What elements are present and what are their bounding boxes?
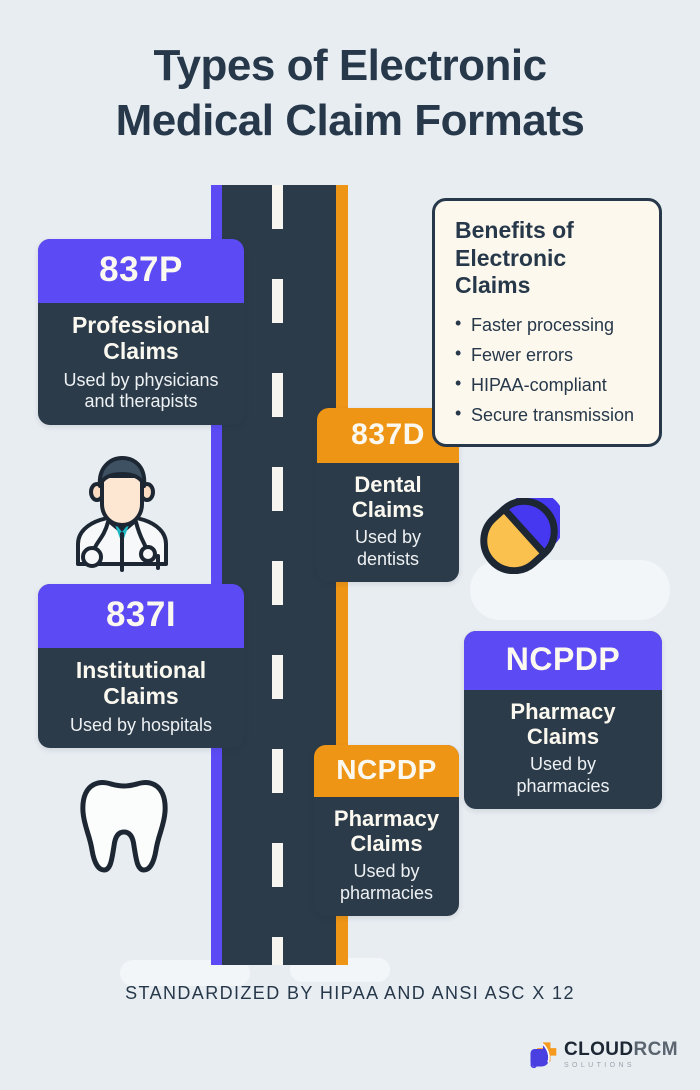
claim-card-837d-title: Dental Claims (327, 472, 449, 522)
claim-card-837i-title-line-2: Claims (103, 682, 179, 709)
claim-card-ncpdp-center-desc-line-2: pharmacies (339, 882, 434, 903)
logo-wordmark: CLOUDRCM SOLUTIONS (564, 1040, 678, 1069)
benefits-list-item: Faster processing (455, 310, 645, 340)
benefits-list: Faster processing Fewer errors HIPAA-com… (455, 310, 645, 430)
claim-card-837d-desc: Used by dentists (327, 527, 449, 570)
benefits-heading: Benefits of Electronic Claims (455, 217, 645, 300)
claim-card-ncpdp-right-desc-line-2: pharmacies (516, 775, 610, 796)
claim-card-837i-desc-line-1: Used by hospitals (69, 714, 213, 735)
claim-card-837i-body: Institutional Claims Used by hospitals (38, 648, 244, 748)
claim-card-837d-desc-line-1: Used by (354, 527, 422, 548)
claim-card-837i-title-line-1: Institutional (75, 657, 207, 683)
claim-card-ncpdp-right-title-line-2: Claims (526, 723, 600, 749)
claim-card-837p-title-line-1: Professional (71, 312, 211, 338)
claim-card-ncpdp-center-desc: Used by pharmacies (324, 861, 449, 904)
footer-standard-note: STANDARDIZED BY HIPAA AND ANSI ASC X 12 (125, 983, 575, 1003)
cloud-cross-logo-icon (530, 1042, 557, 1069)
benefits-heading-line-2: Electronic (455, 244, 567, 271)
claim-card-837p-title-line-2: Claims (103, 337, 179, 364)
claim-card-837i-title: Institutional Claims (48, 657, 234, 710)
logo-cloud-text: CLOUD (563, 1038, 634, 1060)
benefits-heading-line-1: Benefits of (455, 217, 574, 243)
claim-card-ncpdp-center-badge: NCPDP (314, 745, 459, 797)
claim-card-837p-title: Professional Claims (48, 312, 234, 365)
cloudrcm-logo[interactable]: CLOUDRCM SOLUTIONS (528, 1032, 678, 1076)
road-left-stripe (211, 185, 222, 965)
pill-capsule-icon (478, 491, 565, 575)
claim-card-ncpdp-center-desc-line-1: Used by (353, 861, 420, 882)
claim-card-837p-body: Professional Claims Used by physicians a… (38, 303, 244, 425)
tooth-icon (78, 778, 170, 874)
benefits-list-item: Secure transmission (455, 400, 645, 430)
claim-card-ncpdp-right-desc-line-1: Used by (529, 754, 597, 775)
claim-card-837d-body: Dental Claims Used by dentists (317, 463, 459, 582)
claim-card-837d-desc-line-2: dentists (356, 548, 420, 569)
claim-card-ncpdp-right-title-line-1: Pharmacy (510, 699, 616, 724)
claim-card-ncpdp-center[interactable]: NCPDP Pharmacy Claims Used by pharmacies (314, 745, 459, 917)
claim-card-ncpdp-right-badge: NCPDP (464, 631, 662, 690)
page-title: Types of Electronic Medical Claim Format… (0, 38, 700, 149)
logo-main-text: CLOUDRCM (564, 1040, 678, 1059)
logo-rcm-text: RCM (633, 1038, 678, 1060)
doctor-icon (62, 452, 182, 572)
page-title-line-2: Medical Claim Formats (115, 96, 585, 146)
benefits-box: Benefits of Electronic Claims Faster pro… (432, 198, 662, 447)
claim-card-837d-title-line-2: Claims (351, 496, 425, 522)
claim-card-837p[interactable]: 837P Professional Claims Used by physici… (38, 239, 244, 425)
road-center-dashes (272, 185, 283, 965)
claim-card-837p-desc-line-1: Used by physicians (63, 369, 219, 390)
claim-card-ncpdp-right[interactable]: NCPDP Pharmacy Claims Used by pharmacies (464, 631, 662, 810)
claim-card-837i-badge: 837I (38, 584, 244, 648)
claim-card-ncpdp-right-title: Pharmacy Claims (474, 699, 652, 749)
claim-card-837i[interactable]: 837I Institutional Claims Used by hospit… (38, 584, 244, 749)
claim-card-ncpdp-center-title-line-1: Pharmacy (333, 806, 440, 831)
claim-card-837d-title-line-1: Dental (354, 472, 422, 497)
claim-card-ncpdp-right-body: Pharmacy Claims Used by pharmacies (464, 690, 662, 809)
claim-card-837p-desc: Used by physicians and therapists (48, 370, 234, 413)
benefits-list-item: Fewer errors (455, 340, 645, 370)
benefits-heading-line-3: Claims (455, 272, 531, 299)
claim-card-ncpdp-center-title: Pharmacy Claims (324, 806, 449, 856)
claim-card-ncpdp-right-desc: Used by pharmacies (474, 754, 652, 797)
claim-card-ncpdp-center-body: Pharmacy Claims Used by pharmacies (314, 797, 459, 916)
logo-sub-text: SOLUTIONS (563, 1061, 636, 1069)
page-title-line-1: Types of Electronic (153, 41, 547, 90)
claim-card-837p-badge: 837P (38, 239, 244, 303)
benefits-list-item: HIPAA-compliant (455, 370, 645, 400)
claim-card-ncpdp-center-title-line-2: Claims (350, 830, 423, 856)
claim-card-837i-desc: Used by hospitals (48, 715, 234, 737)
claim-card-837p-desc-line-2: and therapists (84, 391, 198, 412)
